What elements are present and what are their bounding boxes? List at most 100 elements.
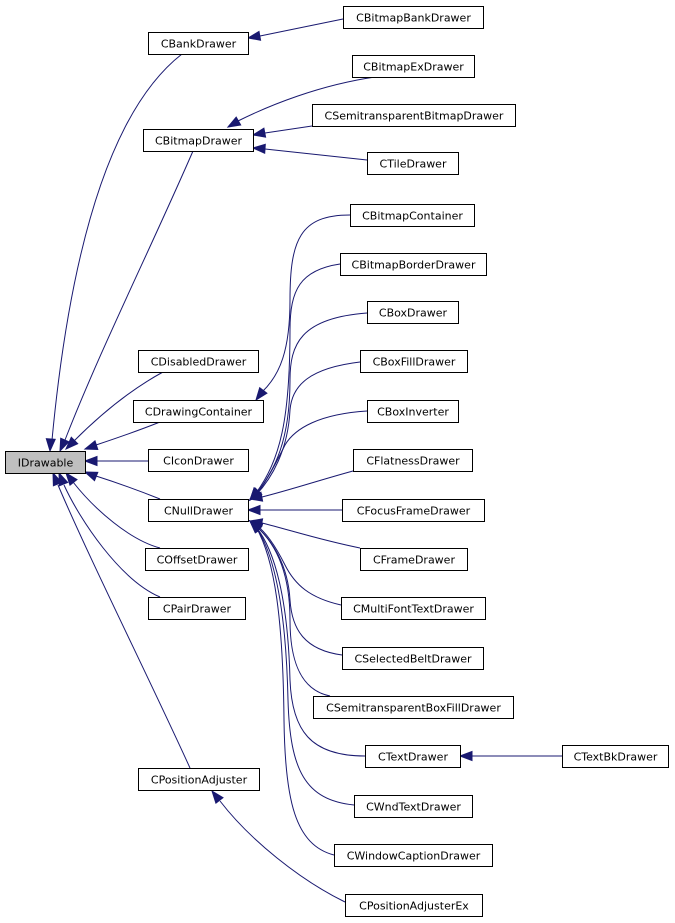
class-node-idrawable[interactable]: IDrawable [5, 451, 86, 474]
class-node-box [138, 350, 259, 373]
class-node-ctextdrawer[interactable]: CTextDrawer [365, 745, 461, 768]
class-node-label: CFlatnessDrawer [366, 455, 460, 468]
class-node-cframedrawer[interactable]: CFrameDrawer [360, 548, 468, 571]
class-node-cwndtextdrawer[interactable]: CWndTextDrawer [354, 795, 473, 818]
edge-cbitmapcontainer-to-cdrawingcontainer-line [261, 214, 351, 393]
edge-cnulldrawer-to-idrawable-line [95, 475, 161, 500]
edge-cwndtextdrawer-to-cnulldrawer [248, 519, 355, 806]
class-node-cbitmapcontainer[interactable]: CBitmapContainer [350, 204, 475, 227]
edge-cbitmapexdrawer-to-cbitmapdrawer-arrowhead [226, 116, 242, 128]
class-node-cbitmapexdrawer[interactable]: CBitmapExDrawer [352, 55, 475, 78]
class-node-cbitmapborderdrawer[interactable]: CBitmapBorderDrawer [340, 253, 487, 276]
edge-cbitmapcontainer-to-cdrawingcontainer [255, 214, 351, 402]
class-node-label: CBoxFillDrawer [373, 356, 456, 369]
class-node-coffsetdrawer[interactable]: COffsetDrawer [145, 548, 249, 571]
class-node-cwindowcaptiondrawer[interactable]: CWindowCaptionDrawer [334, 844, 493, 867]
class-node-box [5, 451, 86, 474]
class-node-label: CBankDrawer [161, 38, 237, 51]
edge-coffsetdrawer-to-idrawable [65, 471, 161, 549]
edge-cwindowcaptiondrawer-to-cnulldrawer-arrowhead [248, 519, 263, 534]
class-node-label: CBitmapBankDrawer [356, 12, 471, 25]
class-node-cpositionadjuster[interactable]: CPositionAdjuster [138, 768, 260, 791]
class-node-cbitmapdrawer[interactable]: CBitmapDrawer [143, 129, 254, 152]
edge-cbitmapexdrawer-to-cbitmapdrawer [226, 76, 376, 128]
edge-cflatnessdrawer-to-cnulldrawer-arrowhead [248, 491, 264, 502]
class-node-box [342, 499, 485, 522]
class-node-cmultifonttextdrawer[interactable]: CMultiFontTextDrawer [341, 597, 486, 620]
class-node-box [145, 548, 249, 571]
class-node-cpositionadjusterex[interactable]: CPositionAdjusterEx [345, 894, 483, 917]
class-node-box [367, 400, 459, 423]
class-node-ctiledrawer[interactable]: CTileDrawer [367, 152, 459, 175]
class-node-box [342, 647, 484, 670]
edge-cmultifonttextdrawer-to-cnulldrawer-line [255, 524, 342, 606]
edge-cboxdrawer-to-cnulldrawer-line [255, 312, 368, 495]
edge-ctextbkdrawer-to-ctextdrawer-arrowhead [458, 750, 473, 762]
class-node-box [352, 55, 475, 78]
edge-cbankdrawer-to-idrawable [45, 53, 183, 453]
edge-ctextdrawer-to-cnulldrawer-line [255, 526, 366, 757]
class-node-ctextbkdrawer[interactable]: CTextBkDrawer [562, 745, 669, 768]
class-node-box [353, 449, 473, 472]
class-node-box [350, 204, 475, 227]
class-node-cflatnessdrawer[interactable]: CFlatnessDrawer [353, 449, 473, 472]
class-node-label: IDrawable [18, 457, 74, 470]
class-node-cfocusframedrawer[interactable]: CFocusFrameDrawer [342, 499, 485, 522]
class-node-cnulldrawer[interactable]: CNullDrawer [148, 499, 249, 522]
class-node-cboxdrawer[interactable]: CBoxDrawer [367, 301, 459, 324]
class-node-cdisableddrawer[interactable]: CDisabledDrawer [138, 350, 259, 373]
edge-cbitmapdrawer-to-idrawable-arrowhead [59, 437, 70, 453]
edge-cicondrawer-to-idrawable [83, 455, 148, 467]
class-node-box [148, 499, 249, 522]
class-node-label: CTextDrawer [378, 751, 448, 764]
edge-cnulldrawer-to-idrawable [83, 471, 161, 500]
edge-cbitmapbankdrawer-to-cbankdrawer-arrowhead [246, 30, 262, 41]
edge-ctextbkdrawer-to-ctextdrawer [458, 750, 562, 762]
edge-cbitmapborderdrawer-to-cnulldrawer [249, 263, 341, 502]
edge-cbitmapcontainer-to-cdrawingcontainer-arrowhead [255, 386, 268, 402]
edge-cdisableddrawer-to-idrawable-arrowhead [64, 436, 79, 451]
edge-cdrawingcontainer-to-idrawable-arrowhead [83, 440, 99, 451]
edge-cpairdrawer-to-idrawable-line [63, 484, 161, 598]
class-node-box [148, 449, 249, 472]
class-node-cicondrawer[interactable]: CIconDrawer [148, 449, 249, 472]
class-node-cselectedbeltdrawer[interactable]: CSelectedBeltDrawer [342, 647, 484, 670]
edge-csemitransparentbitmapdrawer-to-cbitmapdrawer [251, 125, 313, 138]
class-node-label: CBitmapBorderDrawer [352, 259, 476, 272]
edge-cbankdrawer-to-idrawable-arrowhead [45, 438, 56, 453]
edge-cpairdrawer-to-idrawable [58, 471, 161, 598]
class-node-label: CPositionAdjusterEx [359, 900, 469, 913]
edge-cselectedbeltdrawer-to-cnulldrawer-line [255, 525, 343, 656]
class-node-label: CPairDrawer [163, 603, 232, 616]
class-node-label: CDrawingContainer [145, 406, 253, 419]
class-node-box [340, 253, 487, 276]
edge-cpositionadjuster-to-idrawable-arrowhead [52, 471, 63, 487]
class-node-cboxinverter[interactable]: CBoxInverter [367, 400, 459, 423]
edge-cnulldrawer-to-idrawable-arrowhead [83, 471, 99, 482]
edge-cbankdrawer-to-idrawable-line [51, 53, 183, 441]
class-node-cboxfilldrawer[interactable]: CBoxFillDrawer [360, 350, 468, 373]
class-node-csemitransparentbitmapdrawer[interactable]: CSemitransparentBitmapDrawer [312, 104, 516, 127]
class-node-label: CDisabledDrawer [151, 356, 247, 369]
edge-cfocusframedrawer-to-cnulldrawer [246, 504, 342, 516]
edge-cdisableddrawer-to-idrawable [64, 371, 164, 451]
edge-ctiledrawer-to-cbitmapdrawer [251, 143, 368, 161]
edge-cwindowcaptiondrawer-to-cnulldrawer [248, 519, 335, 856]
edge-cboxinverter-to-cnulldrawer-line [255, 410, 368, 496]
class-node-cbankdrawer[interactable]: CBankDrawer [148, 32, 249, 55]
class-node-label: CPositionAdjuster [151, 774, 248, 787]
class-node-label: CBitmapExDrawer [363, 61, 464, 74]
class-node-box [313, 696, 514, 719]
nodes-layer: IDrawable CBankDrawer CBitmapBankDrawerCBi… [5, 6, 669, 917]
edge-ctextdrawer-to-cnulldrawer [248, 520, 366, 757]
class-node-cbitmapbankdrawer[interactable]: CBitmapBankDrawer [343, 6, 484, 29]
class-node-cdrawingcontainer[interactable]: CDrawingContainer [133, 400, 264, 423]
class-node-box [562, 745, 669, 768]
class-node-label: CTileDrawer [380, 158, 447, 171]
class-node-cpairdrawer[interactable]: CPairDrawer [148, 597, 246, 620]
class-node-label: CNullDrawer [164, 505, 233, 518]
edge-cpositionadjusterex-to-cpositionadjuster-arrowhead [211, 789, 224, 805]
class-node-label: CTextBkDrawer [574, 751, 658, 764]
class-node-csemitransparentboxfilldrawer[interactable]: CSemitransparentBoxFillDrawer [313, 696, 514, 719]
edge-cbitmapborderdrawer-to-cnulldrawer-line [255, 263, 341, 494]
